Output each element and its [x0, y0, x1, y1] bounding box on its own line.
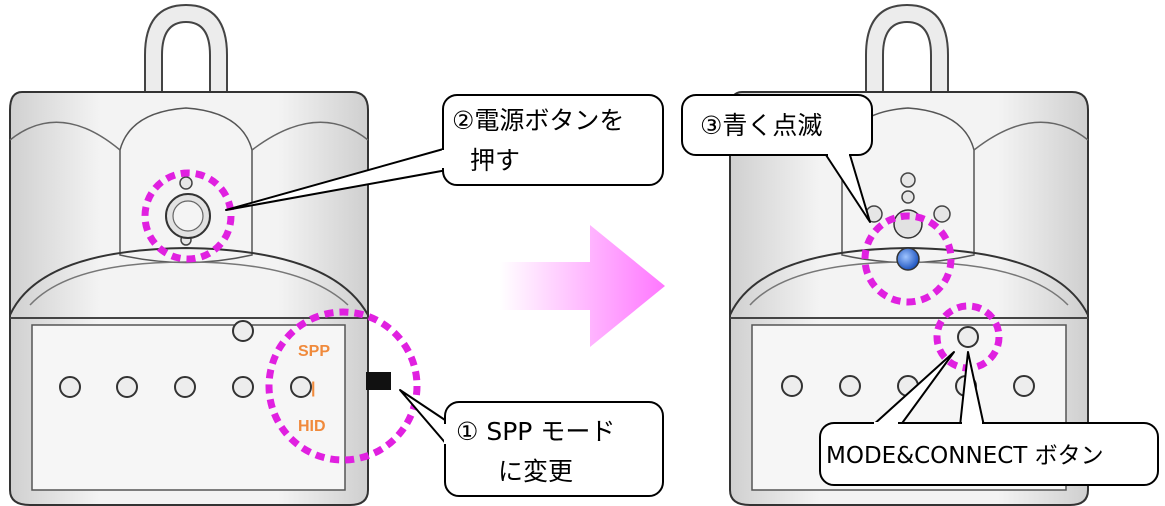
callout-step1-line2: に変更 — [498, 457, 573, 486]
highlight-ring-switch — [265, 308, 421, 464]
callout-step2: ②電源ボタンを 押す — [225, 94, 664, 211]
highlight-ring-power — [141, 169, 235, 263]
callout-mode-connect: MODE&CONNECT ボタン — [819, 351, 1159, 486]
left-device: SPP | HID — [9, 3, 391, 506]
left-device-loop — [144, 3, 228, 93]
switch-label-hid: HID — [298, 418, 326, 435]
callout-step2-line1: ②電源ボタンを — [452, 106, 624, 135]
callout-step1-line1: ① SPP モード — [456, 417, 615, 446]
right-device-loop — [865, 3, 949, 93]
transition-arrow — [500, 225, 665, 347]
blue-led-indicator — [896, 247, 920, 271]
left-device-arch — [9, 246, 369, 316]
switch-label-spp: SPP — [298, 343, 330, 360]
callout-mode-connect-text: MODE&CONNECT ボタン — [826, 443, 1104, 469]
callout-step3-text: ③青く点滅 — [700, 111, 822, 140]
callout-step3: ③青く点滅 — [681, 94, 873, 223]
spp-hid-switch[interactable] — [366, 372, 391, 390]
switch-label-divider: | — [311, 380, 315, 397]
callout-step2-line2: 押す — [470, 146, 520, 175]
highlight-ring-led — [861, 212, 955, 306]
mode-connect-button[interactable] — [957, 326, 979, 348]
left-device-holes — [59, 320, 312, 398]
callout-step1: ① SPP モード に変更 — [399, 389, 664, 497]
